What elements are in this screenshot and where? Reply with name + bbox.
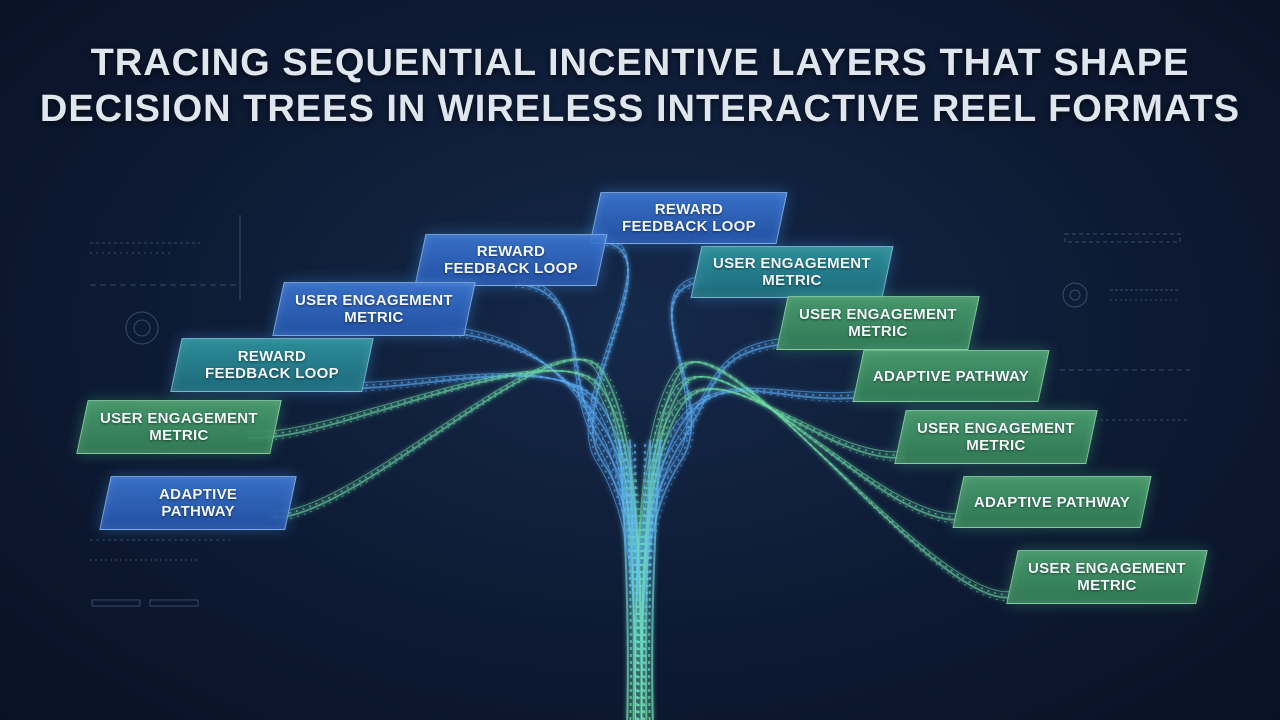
- branch-strand: [634, 337, 791, 720]
- branch-strand: [644, 284, 706, 720]
- node-label-line-2: FEEDBACK LOOP: [621, 218, 756, 235]
- node-label-line-2: METRIC: [344, 309, 404, 326]
- branch-strand: [329, 376, 646, 720]
- branch-strand: [247, 370, 646, 720]
- hud-decoration-left: [90, 215, 241, 607]
- branch-strand: [514, 277, 636, 720]
- node-label-line-2: PATHWAY: [161, 503, 235, 520]
- node-label-line-2: METRIC: [762, 272, 822, 289]
- node-label-line-1: ADAPTIVE PATHWAY: [872, 367, 1030, 385]
- node-label-line-2: METRIC: [1077, 577, 1137, 594]
- trunk-strand: [645, 439, 652, 720]
- page-title: TRACING SEQUENTIAL INCENTIVE LAYERS THAT…: [0, 40, 1280, 132]
- tree-trunk: [618, 439, 662, 720]
- trunk-strand: [648, 439, 657, 720]
- trunk-strand: [628, 439, 635, 720]
- node-label-line-2: FEEDBACK LOOP: [205, 365, 339, 382]
- node-label-line-2: FEEDBACK LOOP: [444, 260, 578, 277]
- branch-strand: [514, 279, 640, 720]
- branches: [247, 235, 1011, 720]
- node-label-line-2: METRIC: [149, 427, 209, 444]
- trunk-strand: [651, 439, 662, 720]
- trunk-strand: [642, 439, 647, 720]
- branch-strand: [644, 346, 791, 720]
- branch-strand: [634, 387, 906, 720]
- branch-strand: [637, 277, 706, 720]
- node-label-line-1: ADAPTIVE PATHWAY: [973, 493, 1131, 511]
- branch-strand: [644, 391, 861, 720]
- branch-strand: [637, 388, 861, 720]
- branch-strand: [637, 375, 961, 720]
- node-label-line-2: METRIC: [848, 323, 908, 340]
- branch-strand: [247, 369, 640, 720]
- branch-strand: [439, 327, 640, 720]
- trunk-strand: [633, 439, 638, 720]
- node-label-line-2: METRIC: [966, 437, 1026, 454]
- hud-decoration-right: [1060, 233, 1190, 421]
- branch-strand: [247, 369, 636, 720]
- branch-strand: [594, 244, 646, 720]
- branch-strand: [644, 361, 1011, 720]
- title-line-1: TRACING SEQUENTIAL INCENTIVE LAYERS THAT…: [90, 42, 1190, 84]
- branch-strand: [269, 358, 636, 720]
- trunk-strand: [623, 439, 632, 720]
- trunk-strand: [618, 439, 629, 720]
- branch-strand: [640, 390, 861, 720]
- branch-strand: [589, 237, 640, 720]
- node-adaptive-pathway-right-2: ADAPTIVE PATHWAY: [952, 476, 1152, 528]
- title-line-2: DECISION TREES IN WIRELESS INTERACTIVE R…: [39, 88, 1241, 130]
- node-adaptive-pathway-right-1: ADAPTIVE PATHWAY: [852, 350, 1050, 402]
- branch-strand: [640, 342, 791, 720]
